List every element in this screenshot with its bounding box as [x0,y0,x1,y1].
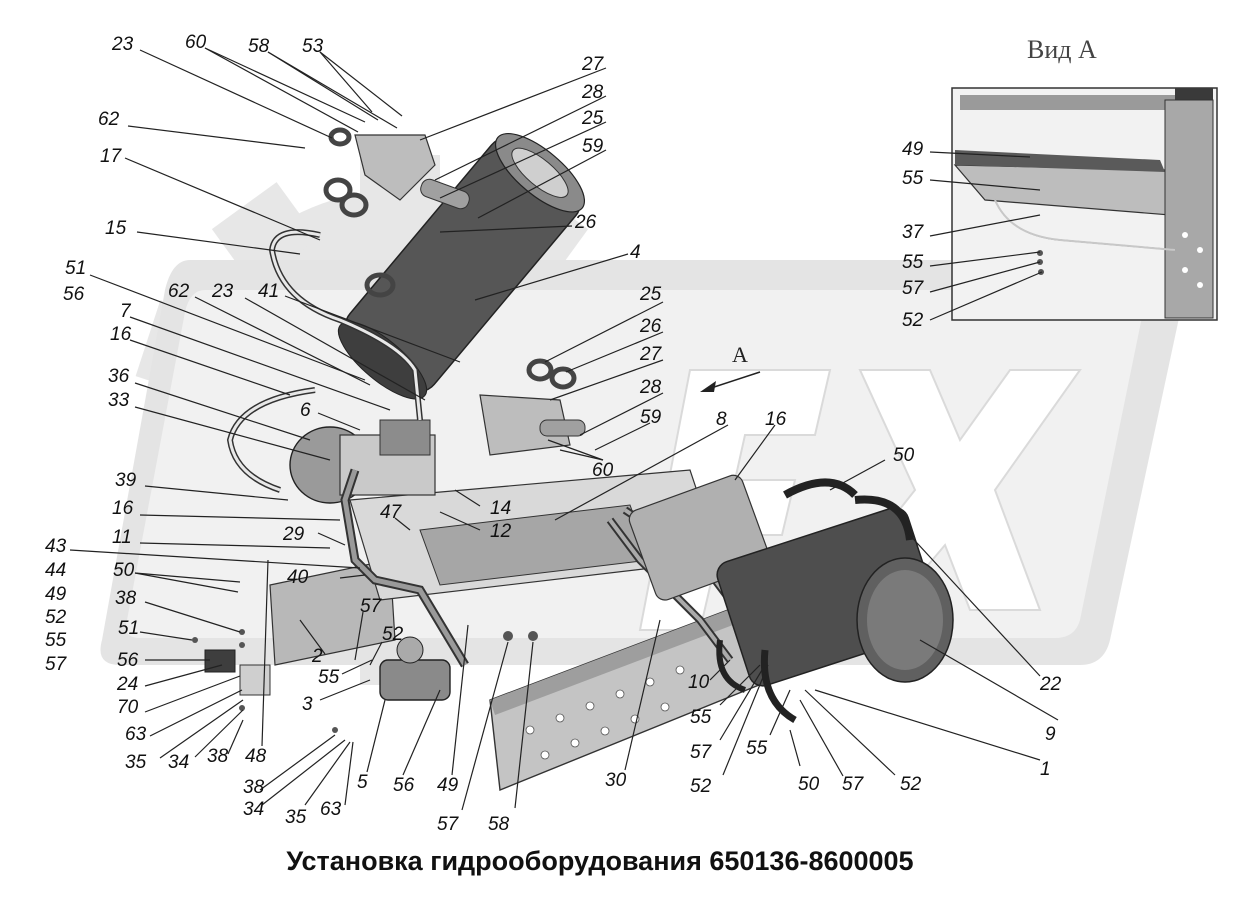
callout: 57 [690,742,713,763]
callout: 23 [111,34,134,55]
callout: 35 [125,752,147,773]
view-a-direction-arrow [700,371,761,392]
callout: 52 [45,607,67,628]
callout: 50 [113,560,135,581]
callout: 62 [168,281,190,302]
callout: 55 [318,667,340,688]
callout: 52 [382,624,404,645]
callout: 49 [902,139,924,160]
callout: 56 [117,650,139,671]
callout: 59 [582,136,604,157]
callout: 63 [320,799,342,820]
callout: 47 [380,502,403,523]
callout: 44 [45,560,66,581]
callout: 40 [287,567,309,588]
callout: 34 [168,752,189,773]
callout: 22 [1039,674,1062,695]
callout: 3 [302,694,313,715]
view-a-arrow-letter: А [732,342,748,367]
callout: 57 [437,814,460,835]
callout: 56 [63,284,85,305]
callout: 33 [108,390,130,411]
callout: 49 [45,584,67,605]
callout: 16 [765,409,787,430]
callout: 57 [45,654,68,675]
callout: 26 [639,316,662,337]
callout: 2 [311,646,323,667]
callout: 41 [258,281,279,302]
callout: 60 [592,460,614,481]
callout: 50 [893,445,915,466]
callout: 5 [357,772,368,793]
callout: 62 [98,109,120,130]
callout: 4 [630,242,641,263]
callout: 50 [798,774,820,795]
callout: 48 [245,746,267,767]
callout: 52 [902,310,924,331]
callout: 10 [688,672,710,693]
callout: 59 [640,407,662,428]
callout: 25 [581,108,604,129]
callout: 34 [243,799,264,820]
callout: 27 [581,54,605,75]
callout: 9 [1045,724,1056,745]
callout: 14 [490,498,511,519]
callout: 36 [108,366,130,387]
callout: 26 [574,212,597,233]
callout-labels: 23 60 58 53 27 62 28 25 17 59 26 15 4 51… [45,32,1062,835]
callout: 51 [65,258,86,279]
callout: 57 [360,596,383,617]
callout: 17 [100,146,123,167]
callout: 70 [117,697,139,718]
callout: 39 [115,470,137,491]
callout: 58 [488,814,510,835]
callout: 52 [690,776,712,797]
callout: 24 [116,674,138,695]
callout: 56 [393,775,415,796]
callout: 38 [115,588,137,609]
callout: 27 [639,344,663,365]
figure-caption: Установка гидрооборудования 650136-86000… [286,846,914,876]
callout: 12 [490,521,512,542]
callout: 43 [45,536,67,557]
callout: 63 [125,724,147,745]
callout: 49 [437,775,459,796]
callout: 28 [581,82,604,103]
callout: 57 [902,278,925,299]
callout: 16 [112,498,134,519]
callout: 55 [902,252,924,273]
callout: 28 [639,377,662,398]
callout: 38 [207,746,229,767]
callout: 55 [45,630,67,651]
callout: 60 [185,32,207,53]
callout: 55 [746,738,768,759]
callout: 23 [211,281,234,302]
callout: 15 [105,218,127,239]
callout: 29 [282,524,305,545]
callout: 16 [110,324,132,345]
callout: 58 [248,36,270,57]
callout: 11 [112,527,132,548]
callout: 25 [639,284,662,305]
callout: 8 [716,409,727,430]
callout: 53 [302,36,324,57]
callout: 55 [690,707,712,728]
callout: 51 [118,618,139,639]
leader-lines [69,47,1059,811]
assembly-drawing [192,127,954,791]
callout: 30 [605,770,627,791]
callout: 52 [900,774,922,795]
callout: 35 [285,807,307,828]
callout: 37 [902,222,925,243]
callout: 7 [120,301,132,322]
callout: 57 [842,774,865,795]
view-a-inset [951,87,1218,321]
callout: 55 [902,168,924,189]
callout: 1 [1040,759,1051,780]
callout: 6 [300,400,311,421]
callout: 38 [243,777,265,798]
view-a-title: Вид А [1027,35,1097,64]
